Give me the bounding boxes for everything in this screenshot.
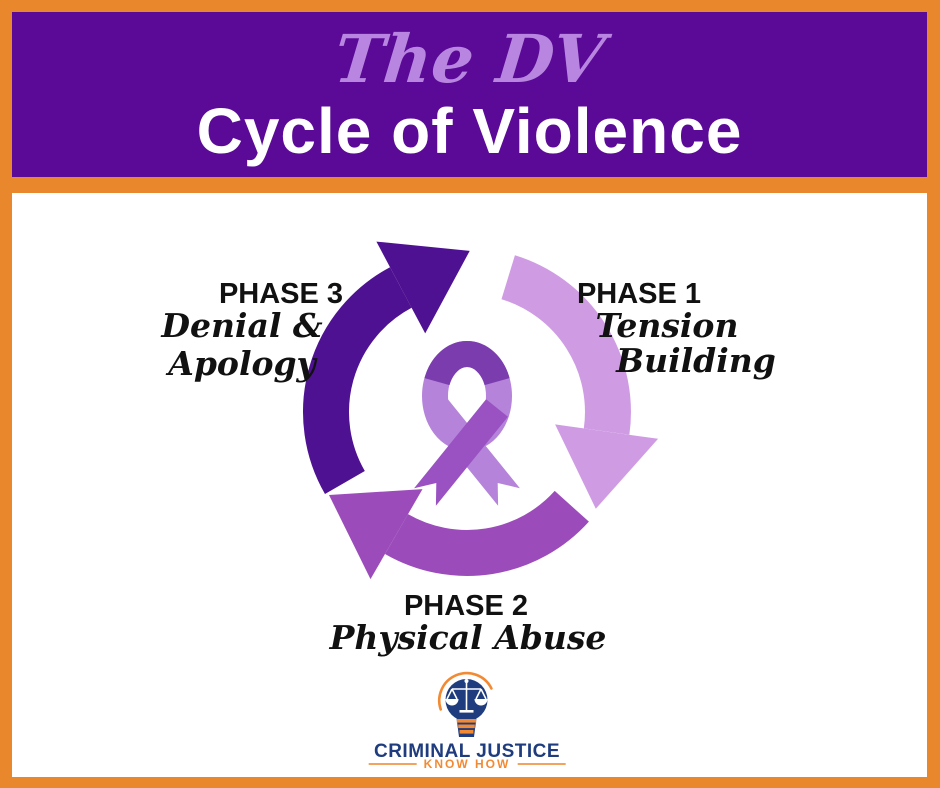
tagline-left-rule [368, 763, 417, 765]
logo-tagline: KNOW HOW [423, 757, 511, 771]
page-title: Cycle of Violence [196, 95, 743, 167]
phase-1-subtitle-line-2: Building [616, 341, 776, 380]
logo-tagline-row: KNOW HOW [368, 757, 566, 771]
logo-name: CRIMINAL JUSTICE [373, 741, 561, 762]
content-panel [12, 193, 927, 777]
tagline-right-rule [517, 763, 566, 765]
phase-1-label: PHASE 1 [576, 278, 702, 310]
phase-3-label: PHASE 3 [218, 278, 344, 310]
phase-2-subtitle-line-1: Physical Abuse [329, 618, 607, 657]
phase-3-subtitle-line-2: Apology [168, 344, 316, 383]
phase-2-label: PHASE 2 [403, 590, 529, 622]
phase-1-subtitle-line-1: Tension [595, 306, 739, 345]
header-pre-title: The DV [330, 20, 609, 98]
header-band: The DV Cycle of Violence [12, 12, 927, 177]
phase-3-subtitle-line-1: Denial & [161, 306, 323, 345]
